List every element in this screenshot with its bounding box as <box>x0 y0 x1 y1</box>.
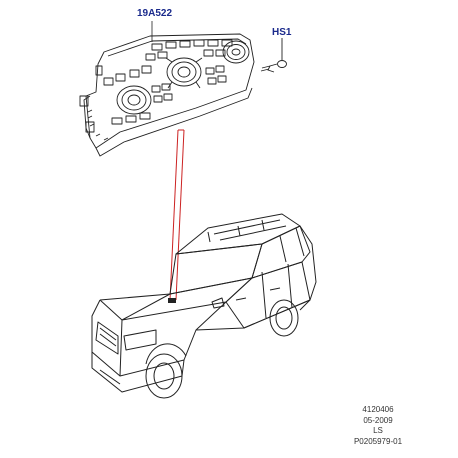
vehicle-bonnet <box>121 277 253 321</box>
footer-ref-number: 4120406 <box>362 405 394 414</box>
vehicle-grille <box>95 321 119 355</box>
vehicle-headlight <box>123 329 157 351</box>
vehicle-outline <box>91 213 317 399</box>
vehicle-mirror <box>211 297 225 309</box>
panel-button-row <box>145 39 233 61</box>
vehicle-rear-wheel <box>269 299 299 337</box>
vehicle-front-wheel <box>145 343 187 399</box>
footer-image-id: P0205979-01 <box>353 436 403 446</box>
vehicle-windscreen <box>169 243 263 295</box>
location-leader <box>169 129 185 301</box>
temperature-knob-right <box>222 40 250 64</box>
footer-code: LS <box>373 426 383 435</box>
footer-date: 05-2009 <box>363 415 393 425</box>
fan-speed-knob <box>165 57 203 89</box>
callout-19a522: 19A522 <box>137 8 173 19</box>
drawing-footer: 4120406 05-2009 LS P0205979-01 <box>318 405 438 447</box>
climate-control-panel <box>79 33 255 157</box>
panel-mount-tab <box>85 121 95 133</box>
callout-hs1: HS1 <box>272 27 292 38</box>
panel-location-marker <box>168 298 176 303</box>
panel-mount-tab <box>79 95 89 107</box>
screw-hs1 <box>260 38 287 73</box>
vehicle-roof <box>175 213 301 255</box>
temperature-knob-left <box>116 85 152 115</box>
panel-button-grid <box>103 65 227 125</box>
vehicle-side <box>225 261 311 329</box>
